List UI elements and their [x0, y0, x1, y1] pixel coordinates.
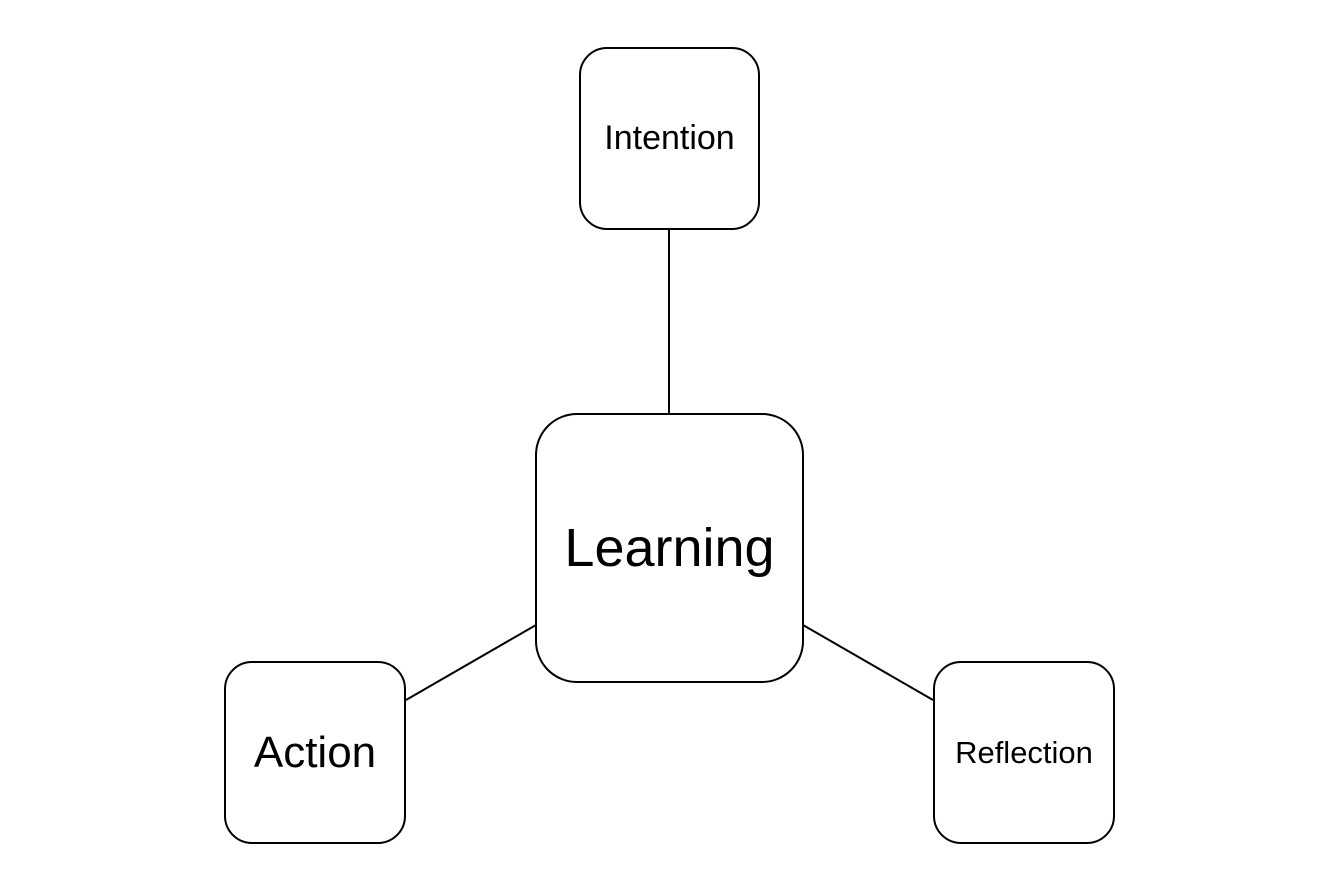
node-learning: Learning: [535, 413, 804, 683]
node-reflection: Reflection: [933, 661, 1115, 844]
node-learning-label: Learning: [564, 518, 775, 578]
node-reflection-label: Reflection: [955, 734, 1093, 770]
node-intention: Intention: [579, 47, 760, 230]
connector-learning-action: [405, 624, 537, 701]
node-intention-label: Intention: [604, 119, 735, 157]
connector-learning-reflection: [802, 624, 934, 701]
node-action-label: Action: [253, 727, 377, 777]
node-action: Action: [224, 661, 406, 844]
